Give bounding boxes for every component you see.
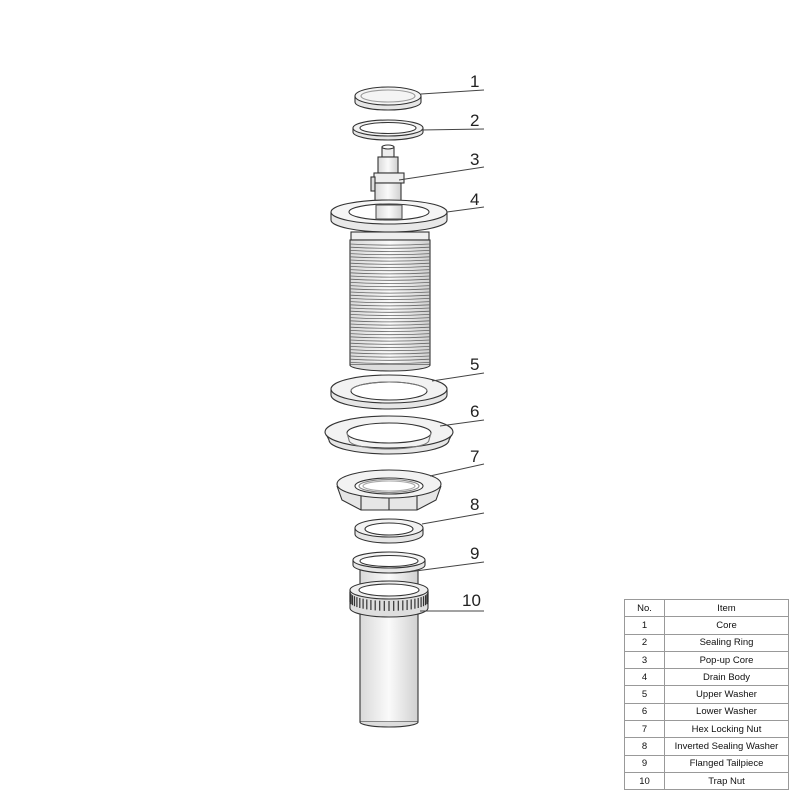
row-item: Lower Washer	[664, 702, 789, 722]
row-item: Hex Locking Nut	[664, 720, 789, 739]
inverted-sealing-washer-part	[354, 518, 424, 544]
callout-10: 10	[462, 591, 481, 610]
row-no: 10	[624, 771, 665, 791]
row-no: 4	[624, 668, 665, 687]
thread-line	[349, 282, 431, 284]
thread-line	[349, 314, 431, 316]
thread-line	[349, 250, 431, 252]
flanged-tailpiece-part	[352, 551, 426, 728]
thread-line	[349, 288, 431, 291]
core-part	[354, 86, 422, 111]
row-item: Core	[664, 616, 789, 635]
callout-2: 2	[470, 111, 479, 130]
upper-washer-part	[330, 374, 448, 410]
thread-line	[349, 339, 431, 342]
row-item: Flanged Tailpiece	[664, 754, 789, 773]
row-item: Inverted Sealing Washer	[664, 737, 789, 756]
row-no: 6	[624, 702, 665, 722]
row-no: 7	[624, 720, 665, 739]
thread-line	[349, 304, 431, 307]
sealing-ring-part	[352, 119, 424, 141]
thread-line	[349, 333, 431, 336]
thread-line	[349, 272, 431, 275]
callout-4: 4	[470, 190, 479, 209]
table-header-row: No. Item	[624, 598, 789, 618]
thread-line	[349, 298, 431, 300]
lower-washer-part	[324, 415, 454, 455]
row-item: Pop-up Core	[664, 650, 789, 670]
callout-7: 7	[470, 447, 479, 466]
callout-6: 6	[470, 402, 479, 421]
thread-line	[349, 323, 431, 326]
thread-line	[349, 246, 431, 249]
thread-line	[349, 355, 431, 358]
row-no: 9	[624, 754, 665, 773]
thread-line	[349, 243, 431, 246]
thread-line	[349, 326, 431, 329]
thread-line	[349, 301, 431, 304]
thread-line	[349, 317, 431, 320]
row-no: 8	[624, 737, 665, 756]
thread-line	[349, 262, 431, 265]
thread-line	[349, 358, 431, 361]
thread-line	[349, 278, 431, 281]
thread-line	[349, 259, 431, 262]
thread-line	[349, 256, 431, 259]
row-item: Sealing Ring	[664, 633, 789, 652]
trap-nut-part	[349, 580, 429, 618]
thread-line	[349, 253, 431, 256]
row-no: 2	[624, 633, 665, 652]
callout-numbers: 1 2 3 4 5 6 7 8 9 10	[462, 72, 481, 610]
thread-line	[349, 362, 431, 364]
drain-body-part	[330, 199, 448, 372]
thread-line	[349, 291, 431, 294]
thread-line	[349, 352, 431, 355]
thread-line	[349, 346, 431, 348]
thread-line	[349, 349, 431, 352]
row-item: Trap Nut	[664, 771, 789, 791]
thread-line	[349, 266, 431, 268]
callout-leaders	[398, 89, 485, 612]
row-no: 1	[624, 616, 665, 635]
header-item: Item	[664, 598, 789, 618]
hex-locking-nut-part	[336, 469, 442, 511]
callout-8: 8	[470, 495, 479, 514]
thread-line	[349, 330, 431, 332]
thread-line	[349, 275, 431, 278]
thread-line	[349, 342, 431, 345]
callout-1: 1	[470, 72, 479, 91]
row-no: 3	[624, 650, 665, 670]
thread-line	[349, 269, 431, 272]
thread-line	[349, 320, 431, 323]
row-no: 5	[624, 685, 665, 704]
callout-5: 5	[470, 355, 479, 374]
callout-3: 3	[470, 150, 479, 169]
thread-line	[349, 294, 431, 297]
thread-line	[349, 307, 431, 310]
header-no: No.	[624, 598, 665, 618]
callout-9: 9	[470, 544, 479, 563]
thread-line	[349, 310, 431, 313]
row-item: Upper Washer	[664, 685, 789, 704]
thread-line	[349, 285, 431, 288]
row-item: Drain Body	[664, 668, 789, 687]
thread-line	[349, 336, 431, 339]
